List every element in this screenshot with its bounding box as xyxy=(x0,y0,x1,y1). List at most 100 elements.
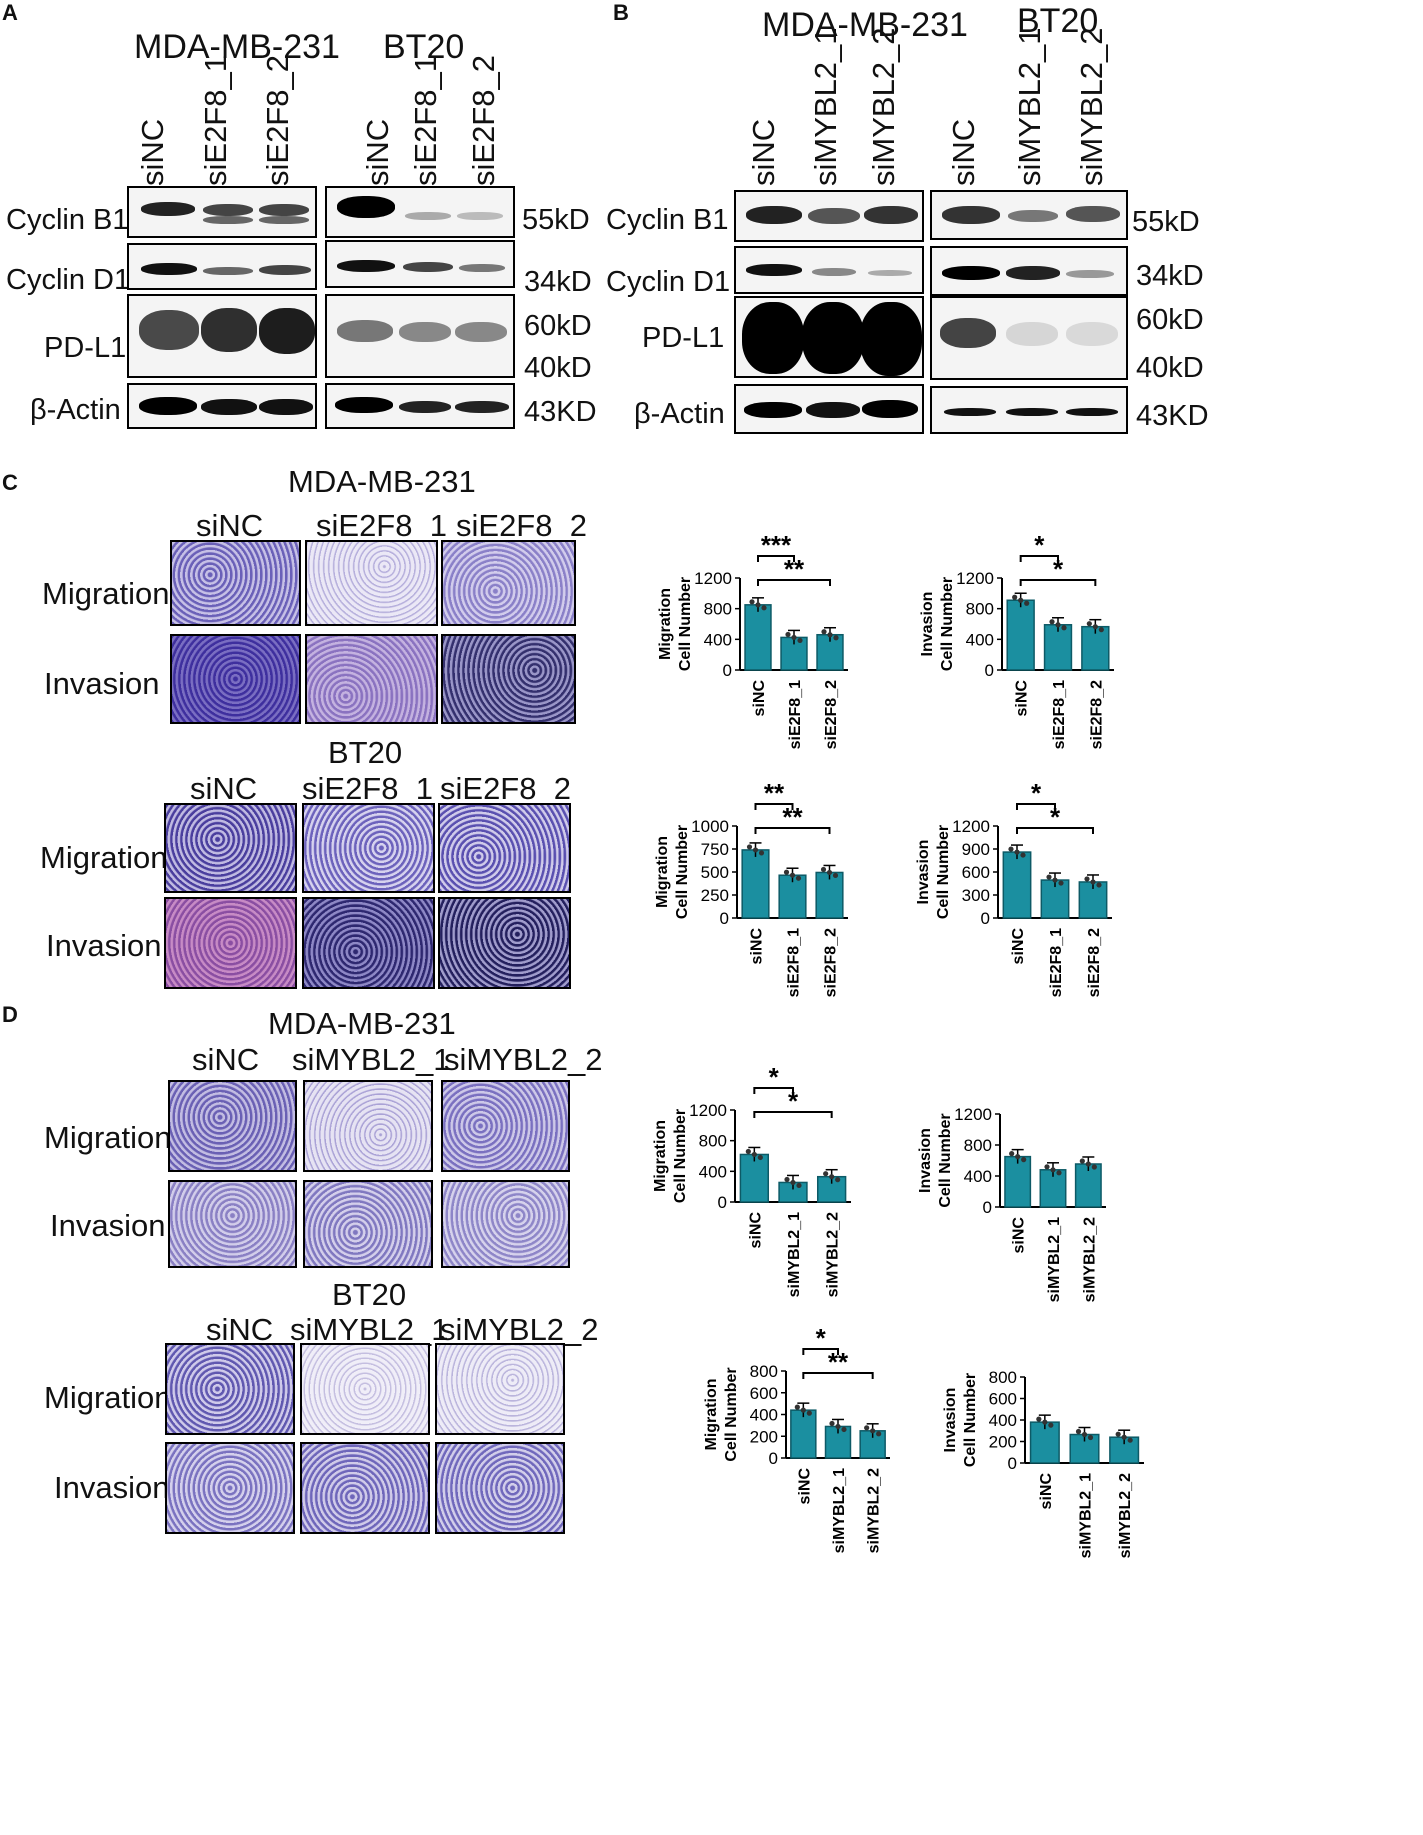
data-point xyxy=(1075,1428,1082,1435)
significance-bracket xyxy=(754,827,831,834)
group-title: BT20 xyxy=(328,735,403,770)
western-blot-strip xyxy=(127,186,317,238)
y-tick-label: 1200 xyxy=(689,1101,727,1120)
row-label: Invasion xyxy=(44,666,160,701)
data-point xyxy=(829,1174,835,1180)
panel-label-c: C xyxy=(2,470,18,495)
y-axis-label: Cell Number xyxy=(672,1109,689,1203)
transwell-image xyxy=(170,634,301,724)
data-point xyxy=(1056,1170,1062,1176)
data-point xyxy=(1081,1431,1088,1438)
transwell-image xyxy=(164,803,297,893)
transwell-image xyxy=(300,1442,430,1534)
x-tick-label: siNC xyxy=(749,928,766,965)
data-point xyxy=(1096,882,1102,888)
data-point xyxy=(1008,846,1014,852)
y-axis-label: Migration xyxy=(703,1379,720,1451)
x-tick-label: siE2F8_1 xyxy=(787,680,804,749)
cell-line-title: MDA-MB-231 xyxy=(134,28,340,66)
data-point xyxy=(1084,876,1090,882)
bar xyxy=(1004,1155,1032,1208)
x-tick-label: siNC xyxy=(1038,1473,1055,1510)
data-point xyxy=(1044,1164,1050,1170)
data-point xyxy=(1020,852,1026,858)
data-point xyxy=(789,872,796,878)
y-tick-label: 250 xyxy=(701,886,729,905)
x-tick-label: siE2F8_2 xyxy=(823,928,840,997)
data-point xyxy=(835,1423,841,1430)
significance-bracket xyxy=(757,579,831,586)
data-point xyxy=(821,629,827,635)
western-blot-strip xyxy=(325,240,515,288)
y-tick-label: 800 xyxy=(989,1368,1017,1387)
y-tick-label: 400 xyxy=(704,630,732,649)
transwell-image xyxy=(435,1442,565,1534)
western-blot-strip xyxy=(930,190,1128,240)
y-axis-label: Invasion xyxy=(915,840,932,905)
bar xyxy=(741,849,770,919)
bar xyxy=(1069,1433,1100,1464)
transwell-image xyxy=(168,1080,297,1172)
row-label: Invasion xyxy=(54,1470,170,1505)
significance-label: ** xyxy=(784,554,805,584)
y-axis-label: Cell Number xyxy=(723,1367,740,1461)
y-tick-label: 500 xyxy=(701,863,729,882)
y-tick-label: 1200 xyxy=(956,569,994,588)
bar xyxy=(1074,1163,1102,1208)
significance-bracket xyxy=(753,1087,794,1094)
significance-bracket xyxy=(1016,803,1056,810)
significance-label: * xyxy=(769,1062,780,1092)
column-label: siNC xyxy=(192,1042,260,1077)
transwell-image xyxy=(164,897,297,989)
y-axis-label: Cell Number xyxy=(937,1113,954,1207)
transwell-image xyxy=(305,540,438,626)
data-point xyxy=(1058,880,1064,886)
data-point xyxy=(791,634,797,641)
y-tick-label: 0 xyxy=(981,909,990,928)
data-point xyxy=(1086,621,1092,627)
data-point xyxy=(795,875,802,881)
x-tick-label: siNC xyxy=(1011,1217,1028,1254)
data-point xyxy=(1050,1167,1056,1173)
bar xyxy=(1002,851,1032,919)
data-point xyxy=(752,847,759,853)
panel-label-b: B xyxy=(613,0,629,25)
data-point xyxy=(796,1182,802,1189)
y-tick-label: 1200 xyxy=(952,817,990,836)
significance-label: * xyxy=(1053,554,1064,584)
bar xyxy=(1081,625,1110,671)
western-blot-strip xyxy=(734,384,924,434)
western-blot-strip xyxy=(325,186,515,238)
panel-label-d: D xyxy=(2,1002,18,1027)
row-label: Invasion xyxy=(50,1208,166,1243)
transwell-image xyxy=(303,1180,433,1268)
blot-row-label: Cyclin D1 xyxy=(606,266,731,298)
data-point xyxy=(1091,1164,1097,1170)
data-point xyxy=(1085,1161,1091,1167)
mw-marker: 43KD xyxy=(1136,400,1209,432)
x-tick-label: siNC xyxy=(1010,928,1027,965)
column-label: siMYBL2_2 xyxy=(440,1312,599,1347)
transwell-image xyxy=(300,1343,430,1435)
x-tick-label: siE2F8_1 xyxy=(1048,928,1065,997)
transwell-image xyxy=(302,897,435,989)
x-tick-label: siE2F8_1 xyxy=(1051,680,1068,749)
transwell-image xyxy=(303,1080,433,1172)
western-blot-strip xyxy=(930,386,1128,434)
group-title: MDA-MB-231 xyxy=(288,464,476,499)
y-tick-label: 0 xyxy=(723,661,732,680)
data-point xyxy=(820,866,827,873)
cell-line-title: BT20 xyxy=(1017,2,1099,40)
y-tick-label: 200 xyxy=(750,1427,778,1446)
blot-row-label: β-Actin xyxy=(634,398,725,430)
western-blot-strip xyxy=(325,383,515,429)
significance-label: ** xyxy=(782,802,803,832)
significance-bracket xyxy=(1016,827,1094,834)
bar xyxy=(1006,599,1035,671)
significance-label: ** xyxy=(828,1347,849,1377)
data-point xyxy=(1121,1434,1127,1440)
data-point xyxy=(806,1410,812,1416)
y-tick-label: 200 xyxy=(989,1433,1017,1452)
x-tick-label: siE2F8_2 xyxy=(1088,680,1105,749)
